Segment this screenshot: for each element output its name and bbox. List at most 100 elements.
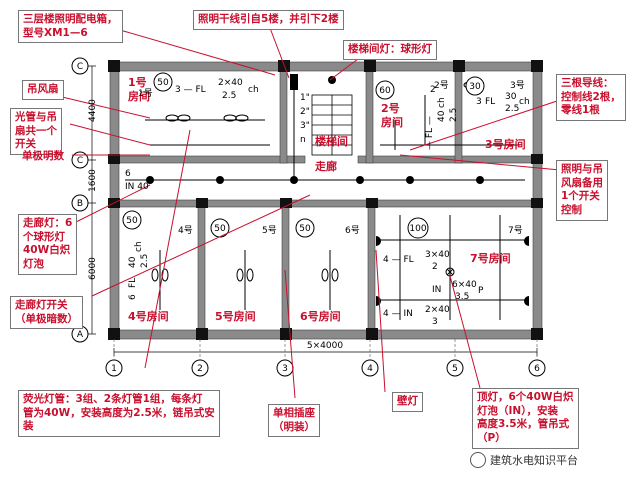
left-fl-ch: ch (134, 241, 144, 252)
left-fl-n: 6 (128, 294, 138, 300)
tag-r6: 6号 (345, 225, 360, 236)
tag-r5: 5号 (262, 225, 277, 236)
axis-3: 3 (282, 364, 288, 374)
columns (108, 60, 543, 340)
stair-3: 3" (300, 121, 310, 131)
tag-r7: 7号 (508, 225, 523, 236)
fl-top-den: 2.5 (222, 91, 236, 101)
tag-r2-top: 2号 (434, 80, 449, 91)
fl-r7-top: 3×40 (425, 250, 450, 260)
tag-60: 60 (379, 86, 391, 96)
annotation-trunk: 照明干线引自5楼，并引下2楼 (193, 10, 344, 30)
wall-lamps (376, 236, 529, 306)
annotation-stair-light: 楼梯间灯：球形灯 (343, 40, 437, 60)
corridor-lamps (146, 76, 484, 184)
axis-2: 2 (197, 364, 203, 374)
tag-50c: 50 (214, 224, 226, 234)
leader-lines (57, 27, 561, 399)
fl-r3: FL (485, 97, 495, 107)
annotation-three-wires: 三根导线： 控制线2根， 零线1根 (556, 74, 626, 121)
in-r7-p: P (478, 286, 484, 296)
watermark: 建筑水电知识平台 (470, 452, 578, 468)
tag-r4: 4号 (178, 225, 193, 236)
tag-50b: 50 (126, 216, 138, 226)
fl-r2-fl: — FL — (425, 116, 435, 150)
room-small-tags: 4号 5号 6号 7号 1号 2号 3号 (138, 80, 525, 236)
room-area-tags (122, 72, 485, 239)
room-1-line2: 房间 (128, 89, 150, 103)
dim-1600: 1600 (88, 169, 98, 192)
in-r7-top: 6×40 (452, 280, 477, 290)
wechat-icon (470, 452, 486, 468)
wiring (125, 90, 525, 320)
distribution-box (290, 74, 298, 90)
fl-r7: 4 — FL (383, 255, 414, 265)
dim-total: 5×4000 (307, 341, 343, 351)
fl-r3-n: 3 (476, 97, 482, 107)
room-stair: 楼梯间 (315, 134, 348, 148)
left-fl-top: 40 (128, 256, 138, 268)
axis-6: 6 (534, 364, 540, 374)
annotation-ceiling-fan: 吊风扇 (22, 80, 64, 100)
annotation-fluorescent: 荧光灯管：3组、2条灯管1组，每条灯 管为40W，安装高度为2.5米，链吊式安 … (18, 390, 220, 437)
dim-4400: 4400 (88, 99, 98, 122)
fl-r7b-bot: 3 (432, 317, 438, 327)
dimension-lines (88, 65, 538, 356)
tag-30: 30 (469, 82, 481, 92)
stair-n: n (300, 135, 306, 145)
corridor-in-n: 6 (125, 169, 131, 179)
fl-r3-top: 30 (505, 92, 517, 102)
fl-top: 3 — FL (175, 85, 206, 95)
room-4: 4号房间 (128, 309, 169, 323)
fl-r2-top: 40 (437, 110, 447, 122)
axis-c-top: C (77, 62, 83, 72)
axis-bubbles (71, 57, 546, 377)
room-6: 6号房间 (300, 309, 341, 323)
room-2-line2: 房间 (381, 115, 403, 129)
axis-b: B (77, 199, 83, 209)
fl-r3-bot: 2.5 (505, 104, 519, 114)
dim-6000: 6000 (88, 257, 98, 280)
in-r7-bot: 3.5 (455, 292, 469, 302)
watermark-text: 建筑水电知识平台 (490, 454, 578, 467)
room-corridor: 走廊 (314, 159, 337, 173)
room-2-top: 2号 (381, 102, 400, 115)
tag-50a: 50 (157, 78, 169, 88)
fl-r7b-top: 2×40 (425, 305, 450, 315)
stair-1: 1" (300, 93, 310, 103)
plan-labels: 50 60 30 50 50 50 100 3 — FL 2×40 2.5 ch… (77, 62, 540, 374)
tag-50d: 50 (299, 224, 311, 234)
fl-top-num: 2×40 (218, 78, 243, 88)
tag-r3-top: 3号 (510, 80, 525, 91)
axis-a: A (77, 330, 84, 340)
axis-4: 4 (367, 364, 373, 374)
left-fl: FL (128, 278, 138, 288)
annotation-socket: 单相插座 （明装） (268, 404, 320, 438)
annotation-lamp-fan-switch: 光管与吊 扇共一个 开关 (10, 108, 62, 155)
room-1-line1: 1号 (128, 76, 147, 89)
tag-r1-top: 1号 (138, 88, 153, 99)
room-names: 1号 房间 2号 房间 3号房间 楼梯间 走廊 4号房间 5号房间 6号房间 7… (128, 76, 526, 323)
axis-1: 1 (111, 364, 117, 374)
fl-r7b: 4 — IN (383, 309, 413, 319)
axis-ticks (113, 339, 538, 360)
fl-r7-bot: 2 (432, 262, 438, 272)
fan-symbols (151, 81, 477, 282)
axis-5: 5 (452, 364, 458, 374)
fl-r2-bot: 2.5 (449, 108, 459, 122)
annotation-corridor-switch: 走廊灯开关 （单极暗数） (10, 296, 83, 330)
fl-r2-ch: ch (437, 97, 447, 108)
annotation-corridor-lamp: 走廊灯：6 个球形灯 40W白炽 灯泡 (18, 214, 78, 275)
tag-100: 100 (409, 224, 426, 234)
fl-r2-n: 2 (430, 85, 436, 95)
corridor-in: IN 40 (125, 182, 149, 192)
annotation-single-switch: 单极明数 (22, 150, 64, 162)
annotation-wall-lamp: 壁灯 (392, 392, 423, 412)
annotation-lamp-fan-standby: 照明与吊 风扇备用 1个开关 控制 (556, 160, 608, 221)
annotation-distribution-box: 三层楼照明配电箱， 型号XM1—6 (18, 10, 123, 44)
room-5: 5号房间 (215, 309, 256, 323)
axis-c-mid: C (77, 156, 83, 166)
stair-2: 2" (300, 107, 310, 117)
